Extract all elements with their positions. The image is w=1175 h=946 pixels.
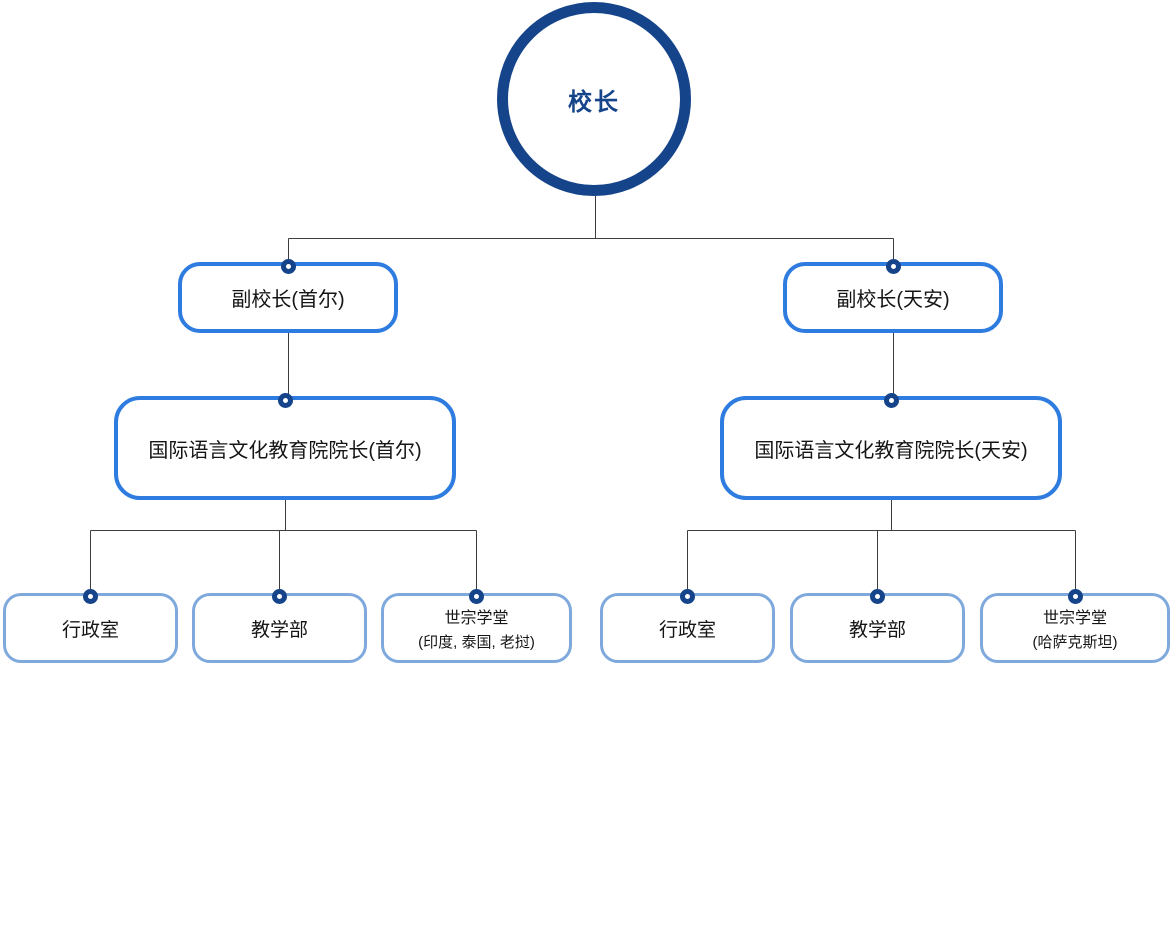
node-sejong-institute-seoul-label: 世宗学堂 <box>444 610 509 627</box>
node-director-cheonan-label: 国际语言文化教育院院长(天安) <box>754 439 1028 462</box>
connector-dot <box>885 258 901 274</box>
node-teaching-dept-seoul-label: 教学部 <box>250 619 308 641</box>
node-vice-principal-seoul-label: 副校长(首尔) <box>231 289 345 311</box>
node-teaching-dept-cheonan-label: 教学部 <box>848 619 906 641</box>
node-teaching-dept-cheonan: 教学部 <box>790 588 965 663</box>
node-sejong-institute-cheonan: 世宗学堂 (哈萨克斯坦) <box>980 588 1170 663</box>
connector-dot <box>883 392 899 408</box>
connector-dot <box>680 588 695 604</box>
node-vice-principal-seoul: 副校长(首尔) <box>178 258 398 333</box>
node-admin-office-seoul-label: 行政室 <box>61 619 119 641</box>
node-principal-label: 校长 <box>568 88 620 116</box>
node-principal: 校长 <box>497 2 691 196</box>
node-sejong-institute-seoul-sublabel: (印度, 泰国, 老挝) <box>418 634 535 651</box>
node-vice-principal-cheonan: 副校长(天安) <box>783 258 1003 333</box>
connector-dot <box>280 258 296 274</box>
node-director-seoul-label: 国际语言文化教育院院长(首尔) <box>148 439 422 462</box>
connector-dot <box>277 392 293 408</box>
node-admin-office-cheonan: 行政室 <box>600 588 775 663</box>
connector-dot <box>272 588 287 604</box>
node-director-seoul: 国际语言文化教育院院长(首尔) <box>114 392 456 500</box>
connector-dot <box>1067 588 1083 604</box>
connector-dot <box>469 588 484 604</box>
connector-dot <box>870 588 885 604</box>
node-admin-office-cheonan-label: 行政室 <box>658 619 716 641</box>
connector-dot <box>83 588 98 604</box>
node-teaching-dept-seoul: 教学部 <box>192 588 367 663</box>
node-sejong-institute-cheonan-sublabel: (哈萨克斯坦) <box>1032 634 1118 651</box>
node-sejong-institute-cheonan-label: 世宗学堂 <box>1042 610 1107 627</box>
node-admin-office-seoul: 行政室 <box>3 588 178 663</box>
node-vice-principal-cheonan-label: 副校长(天安) <box>836 289 950 311</box>
node-director-cheonan: 国际语言文化教育院院长(天安) <box>720 392 1062 500</box>
node-sejong-institute-seoul: 世宗学堂 (印度, 泰国, 老挝) <box>381 588 572 663</box>
